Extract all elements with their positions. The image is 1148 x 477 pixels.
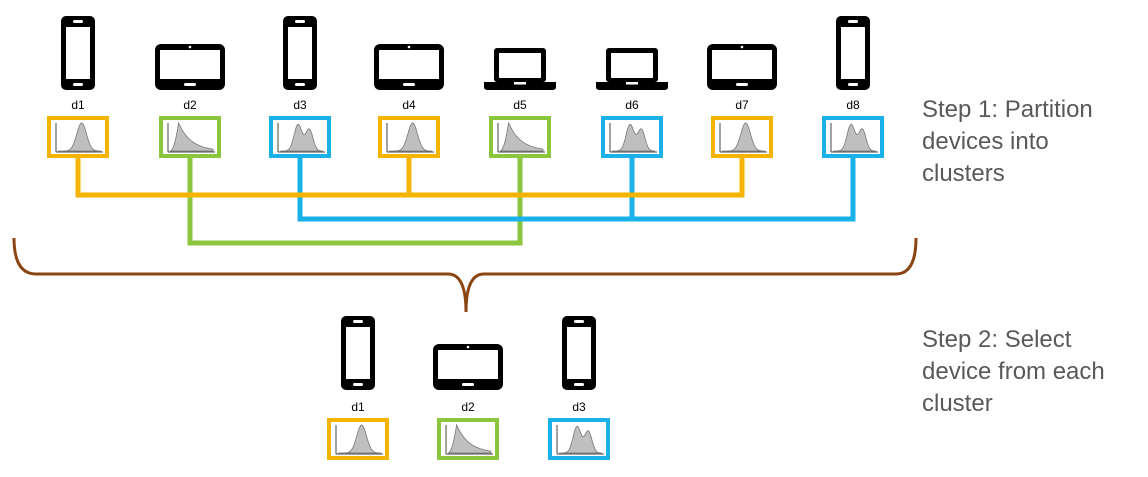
device-label: d5 — [513, 98, 527, 112]
device-unit: d3 — [269, 16, 331, 158]
grouping-brace — [12, 237, 918, 313]
step2-device-row: d1 d2 d3 — [327, 316, 610, 460]
device-unit: d7 — [707, 44, 777, 158]
device-label: d1 — [71, 98, 85, 112]
step2-caption-line: cluster — [922, 390, 993, 417]
distribution-histogram-icon — [327, 418, 389, 460]
cluster-connector-green — [187, 158, 523, 246]
distribution-histogram-icon — [601, 116, 663, 158]
distribution-histogram-icon — [378, 116, 440, 158]
cluster-connector-blue — [297, 158, 856, 222]
laptop-icon — [484, 48, 556, 90]
step2-caption-line: device from each — [922, 358, 1105, 385]
distribution-histogram-icon — [269, 116, 331, 158]
device-label: d4 — [402, 98, 416, 112]
device-unit: d1 — [327, 316, 389, 460]
distribution-histogram-icon — [437, 418, 499, 460]
step1-caption-line: devices into — [922, 128, 1049, 155]
device-label: d1 — [351, 400, 365, 414]
device-label: d6 — [625, 98, 639, 112]
distribution-histogram-icon — [548, 418, 610, 460]
device-label: d3 — [293, 98, 307, 112]
distribution-histogram-icon — [822, 116, 884, 158]
device-label: d7 — [735, 98, 749, 112]
step1-device-row: d1 d2 d3 d4 d5 d6 d7 d8 — [47, 16, 884, 158]
distribution-histogram-icon — [711, 116, 773, 158]
laptop-icon — [596, 48, 668, 90]
device-label: d2 — [461, 400, 475, 414]
distribution-histogram-icon — [159, 116, 221, 158]
step2-caption-line: Step 2: Select — [922, 326, 1072, 353]
cluster-connector-orange — [75, 158, 745, 198]
step1-caption: Step 1: Partition devices into clusters — [922, 94, 1093, 190]
step1-caption-line: clusters — [922, 160, 1005, 187]
device-label: d3 — [572, 400, 586, 414]
device-label: d8 — [846, 98, 860, 112]
device-unit: d2 — [433, 344, 503, 460]
device-unit: d4 — [374, 44, 444, 158]
device-unit: d6 — [596, 48, 668, 158]
device-unit: d2 — [155, 44, 225, 158]
device-unit: d3 — [548, 316, 610, 460]
step2-caption: Step 2: Select device from each cluster — [922, 324, 1105, 420]
device-unit: d1 — [47, 16, 109, 158]
cluster-connectors — [75, 158, 856, 246]
device-unit: d8 — [822, 16, 884, 158]
device-unit: d5 — [484, 48, 556, 158]
device-label: d2 — [183, 98, 197, 112]
distribution-histogram-icon — [47, 116, 109, 158]
step1-caption-line: Step 1: Partition — [922, 96, 1093, 123]
distribution-histogram-icon — [489, 116, 551, 158]
